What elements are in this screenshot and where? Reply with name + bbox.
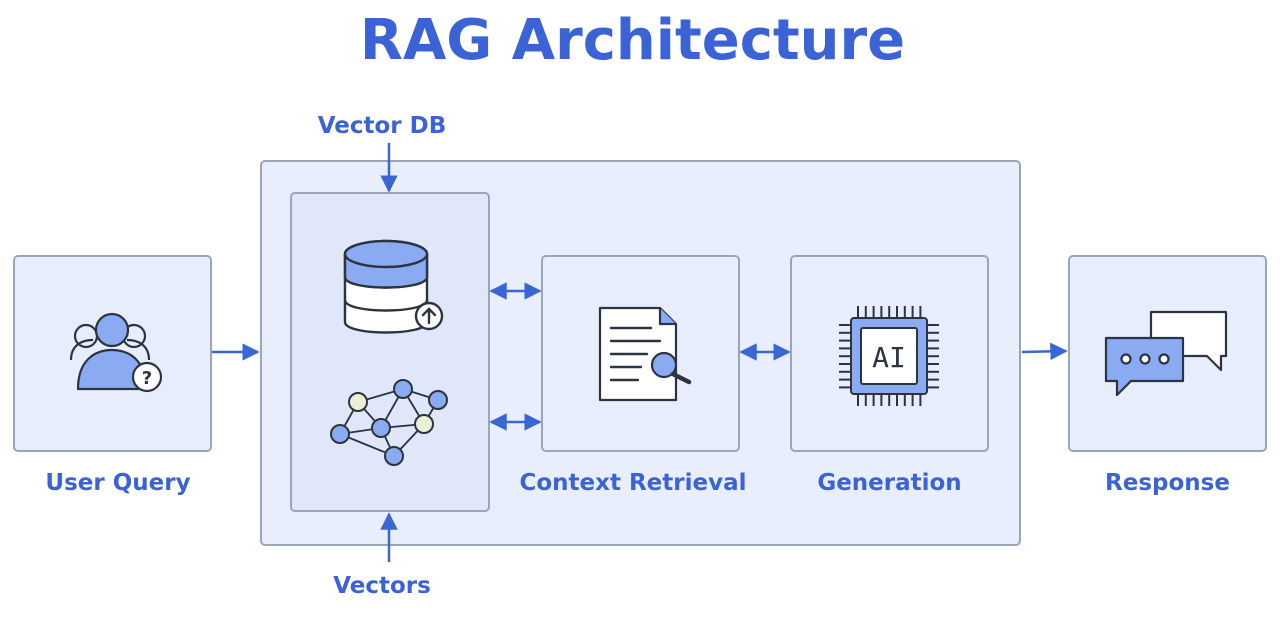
document-search-icon [598, 306, 692, 402]
chat-bubbles-icon [1104, 310, 1228, 397]
svg-text:?: ? [142, 368, 152, 389]
vectors-label: Vectors [333, 573, 431, 599]
database-upload-icon [343, 239, 444, 334]
edge-pipeline-to-response [1021, 342, 1068, 361]
chip-label: AI [872, 341, 906, 374]
ai-chip-icon: AI [839, 306, 939, 406]
context-retrieval-label: Context Retrieval [519, 470, 747, 496]
user-query-label: User Query [45, 470, 191, 496]
generation-label: Generation [817, 470, 962, 496]
user-question-icon: ? [69, 312, 163, 393]
diagram-title: RAG Architecture [359, 8, 906, 73]
response-label: Response [1105, 470, 1230, 496]
vector-db-label: Vector DB [317, 113, 447, 139]
vector-graph-icon [330, 379, 448, 466]
